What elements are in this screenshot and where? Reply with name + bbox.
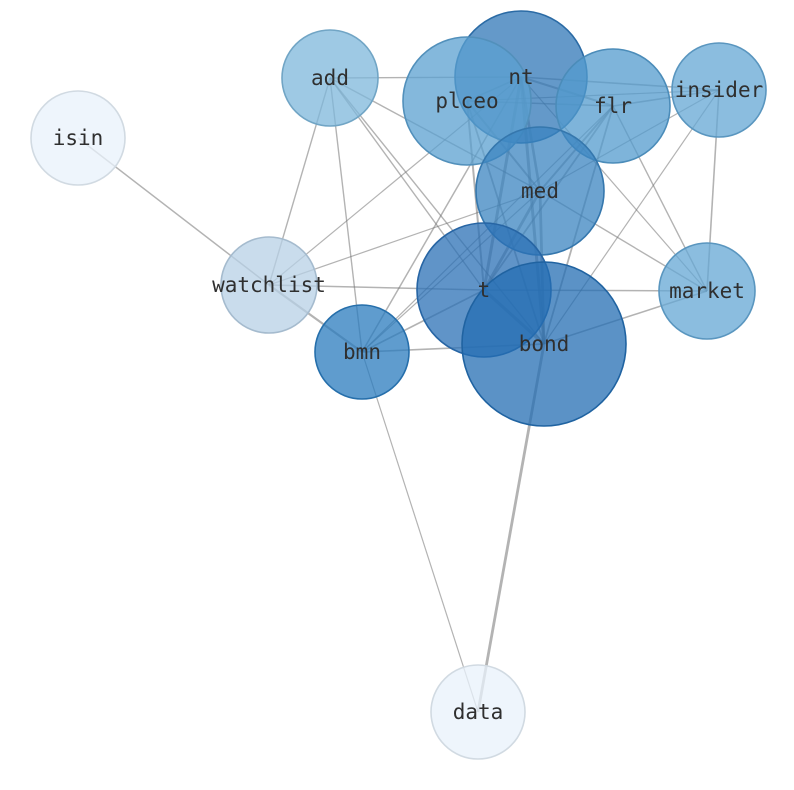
node-label-plceo: plceo — [435, 89, 498, 113]
edges-layer — [77, 76, 720, 713]
node-label-watchlist: watchlist — [212, 273, 326, 297]
node-label-nt: nt — [508, 65, 533, 89]
node-label-med: med — [521, 179, 559, 203]
node-circle-add — [281, 29, 379, 127]
edge-bmn-data — [361, 351, 479, 713]
node-label-data: data — [453, 700, 504, 724]
node-circle-bond — [461, 261, 627, 427]
node-label-flr: flr — [594, 94, 632, 118]
node-label-bmn: bmn — [343, 340, 381, 364]
node-circle-data — [430, 664, 526, 760]
nodes-layer — [30, 10, 767, 760]
node-circle-plceo — [402, 36, 532, 166]
node-circle-bmn — [314, 304, 410, 400]
node-circle-isin — [30, 90, 126, 186]
node-label-t: t — [478, 278, 491, 302]
node-circle-watchlist — [220, 236, 318, 334]
node-label-add: add — [311, 66, 349, 90]
node-circle-flr — [555, 48, 671, 164]
node-label-insider: insider — [675, 78, 764, 102]
node-label-isin: isin — [53, 126, 104, 150]
node-label-market: market — [669, 279, 745, 303]
node-circle-market — [658, 242, 756, 340]
node-circle-insider — [671, 42, 767, 138]
node-label-bond: bond — [519, 332, 570, 356]
